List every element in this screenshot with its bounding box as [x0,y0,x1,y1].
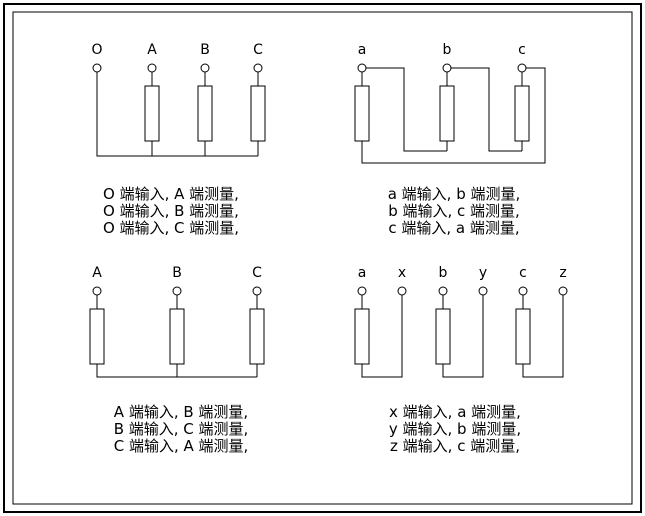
terminal-label: z [559,265,566,281]
winding-rect [250,85,266,142]
terminal-circle [397,286,407,296]
terminal-label: c [518,42,526,58]
terminal-circle [172,286,182,296]
diagram-star-with-neutral: O A B C [91,42,266,157]
caption-line: a 端输入, b 端测量, [388,185,521,203]
terminal-label: b [443,42,452,58]
terminal-label: C [253,42,263,58]
terminal-label: y [479,265,487,281]
terminal-label: b [439,265,448,281]
caption-line: b 端输入, c 端测量, [388,202,520,220]
winding-rect [89,308,105,365]
terminal-circle [253,63,263,73]
terminal-circle [357,286,367,296]
caption-line: x 端输入, a 端测量, [389,403,521,421]
terminal-circle [92,63,102,73]
terminal-circle [518,286,528,296]
terminal-label: C [252,265,262,281]
caption-line: A 端输入, B 端测量, [114,403,248,421]
diagram-delta: a b c [354,42,546,164]
caption-line: B 端输入, C 端测量, [114,420,249,438]
terminal-label: A [92,265,102,281]
terminal-label: c [519,265,527,281]
terminal-circle [438,286,448,296]
winding-rect [144,85,160,142]
winding-rect [354,85,370,142]
inner-border [12,11,633,505]
terminal-label: O [91,42,102,58]
caption-block-bottom-right: x 端输入, a 端测量, y 端输入, b 端测量, z 端输入, c 端测量… [389,403,521,455]
terminal-label: a [358,42,367,58]
winding-rect [439,85,455,142]
winding-rect [435,308,451,365]
winding-rect [197,85,213,142]
caption-line: z 端输入, c 端测量, [390,437,520,455]
terminal-circle [442,63,452,73]
caption-line: y 端输入, b 端测量, [389,420,521,438]
wire-path [361,295,564,378]
winding-rect [249,308,265,365]
wire-path [361,67,546,164]
terminal-circle [357,63,367,73]
winding-rect [514,85,530,142]
caption-line: O 端输入, C 端测量, [103,219,239,237]
wire-path [96,72,259,157]
terminal-label: A [147,42,157,58]
outer-border [3,3,642,513]
terminal-circle [200,63,210,73]
winding-rect [169,308,185,365]
terminal-label: x [398,265,406,281]
caption-line: C 端输入, A 端测量, [114,437,249,455]
terminal-circle [147,63,157,73]
terminal-circle [478,286,488,296]
caption-line: c 端输入, a 端测量, [388,219,519,237]
terminal-circle [558,286,568,296]
caption-block-top-left: O 端输入, A 端测量, O 端输入, B 端测量, O 端输入, C 端测量… [103,185,239,237]
winding-rect [515,308,531,365]
terminal-circle [517,63,527,73]
terminal-circle [252,286,262,296]
winding-rect [354,308,370,365]
terminal-label: B [200,42,210,58]
terminal-label: B [172,265,182,281]
caption-line: O 端输入, B 端测量, [103,202,239,220]
caption-block-top-right: a 端输入, b 端测量, b 端输入, c 端测量, c 端输入, a 端测量… [388,185,521,237]
diagram-open-windings: a x b y c z [354,265,568,378]
terminal-label: a [358,265,367,281]
diagram-star: A B C [89,265,265,378]
caption-block-bottom-left: A 端输入, B 端测量, B 端输入, C 端测量, C 端输入, A 端测量… [114,403,249,455]
wire-path [96,295,258,378]
terminal-circle [92,286,102,296]
caption-line: O 端输入, A 端测量, [103,185,239,203]
